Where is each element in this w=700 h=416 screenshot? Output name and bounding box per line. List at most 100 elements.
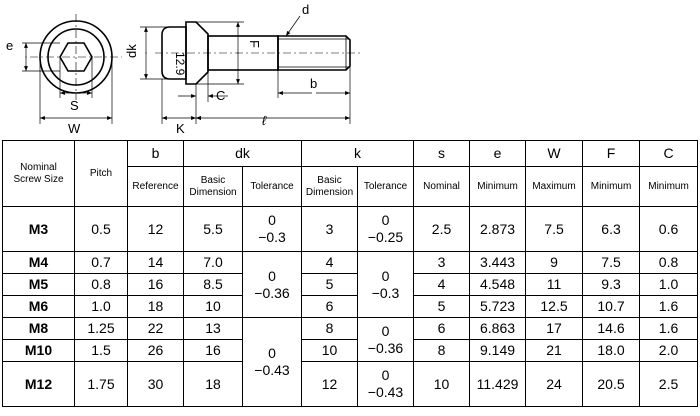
cell-w: 12.5 xyxy=(525,295,584,318)
cell-e: 3.443 xyxy=(469,251,527,274)
label-d: d xyxy=(302,2,309,17)
header-k-tolerance: Tolerance xyxy=(357,166,415,207)
label-s: S xyxy=(70,98,79,113)
cell-pitch: 1.25 xyxy=(74,317,128,340)
header-b-reference: Reference xyxy=(127,166,184,207)
cell-k-tolerance: 0 −0.25 xyxy=(357,206,415,252)
tolerance-upper: 0 xyxy=(268,345,276,362)
cell-s: 10 xyxy=(413,361,471,407)
cell-k: 5 xyxy=(301,273,359,296)
cell-pitch: 1.75 xyxy=(74,361,128,407)
cell-size: M4 xyxy=(2,251,75,274)
cell-e: 6.863 xyxy=(469,317,527,340)
header-nominal-line2: Screw Size xyxy=(13,173,64,185)
cell-size: M6 xyxy=(2,295,75,318)
tolerance-upper: 0 xyxy=(381,367,390,384)
cell-k-tolerance: 0 −0.43 xyxy=(357,361,415,407)
table-row: M6 1.0 18 10 6 5 5.723 12.5 10.7 1.6 xyxy=(2,295,699,318)
cell-k-tolerance: 0 −0.36 xyxy=(357,317,415,362)
header-dk-basic: Basic Dimension xyxy=(183,166,243,207)
cell-w: 9 xyxy=(525,251,584,274)
cell-k: 6 xyxy=(301,295,359,318)
cell-b: 16 xyxy=(127,273,184,296)
label-b: b xyxy=(310,76,317,91)
table-row: M8 1.25 22 13 0 −0.43 8 0 −0.36 6 6.863 … xyxy=(2,317,699,407)
header-w-maximum: Maximum xyxy=(525,166,584,207)
cell-c: 0.6 xyxy=(639,206,699,252)
end-view: e S W xyxy=(6,14,122,136)
table-row: M5 0.8 16 8.5 5 4 4.548 11 9.3 1.0 xyxy=(2,273,699,296)
table-row: M3 0.5 12 5.5 0 −0.3 3 0 −0.25 2.5 2.873… xyxy=(2,206,699,252)
cell-pitch: 1.5 xyxy=(74,339,128,362)
header-row-1: Nominal Screw Size Pitch b dk k s e W F … xyxy=(2,140,699,207)
tolerance-lower: −0.3 xyxy=(258,229,286,245)
cell-c: 2.0 xyxy=(639,339,699,362)
header-dk-basic-line1: Basic xyxy=(200,174,226,186)
cell-c: 1.6 xyxy=(639,295,699,318)
header-pitch: Pitch xyxy=(74,140,128,207)
label-c: C xyxy=(216,88,225,103)
cell-k: 10 xyxy=(301,339,359,362)
cell-f: 10.7 xyxy=(582,295,641,318)
table-row: M4 0.7 14 7.0 0 −0.36 4 0 −0.3 3 3.443 9… xyxy=(2,251,699,318)
cell-s: 4 xyxy=(413,273,471,296)
header-k-basic: Basic Dimension xyxy=(301,166,359,207)
header-k-basic-line1: Basic xyxy=(317,174,342,186)
header-row-2: Reference Basic Dimension Tolerance Basi… xyxy=(3,166,699,207)
cell-e: 2.873 xyxy=(469,206,527,252)
cell-size: M12 xyxy=(2,361,75,407)
cell-f: 20.5 xyxy=(582,361,641,407)
cell-f: 18.0 xyxy=(582,339,641,362)
header-k-basic-line2: Dimension xyxy=(305,186,354,198)
tolerance-upper: 0 xyxy=(381,322,390,339)
tolerance-lower: −0.43 xyxy=(254,362,290,378)
tolerance-lower: −0.43 xyxy=(367,384,404,400)
cell-w: 11 xyxy=(525,273,584,296)
cell-dk: 10 xyxy=(183,295,243,318)
cell-f: 9.3 xyxy=(582,273,641,296)
cell-s: 2.5 xyxy=(413,206,471,252)
cell-s: 5 xyxy=(413,295,471,318)
cell-k-tolerance: 0 −0.3 xyxy=(357,251,415,318)
cell-pitch: 0.8 xyxy=(74,273,128,296)
label-l: ℓ xyxy=(262,113,267,128)
tolerance-upper: 0 xyxy=(268,267,276,284)
tolerance-upper: 0 xyxy=(268,212,276,229)
cell-pitch: 0.7 xyxy=(74,251,128,274)
header-dk-basic-line2: Dimension xyxy=(189,186,237,198)
header-c: C xyxy=(639,140,699,167)
cell-b: 22 xyxy=(127,317,184,340)
tolerance-lower: −0.36 xyxy=(254,284,290,301)
table-row: M10 1.5 26 16 10 8 9.149 21 18.0 2.0 xyxy=(2,339,699,362)
cell-s: 3 xyxy=(413,251,471,274)
cell-w: 24 xyxy=(525,361,584,407)
header-w: W xyxy=(525,140,584,167)
cell-k: 3 xyxy=(301,206,359,252)
side-view: 12.9 dk F d C b K xyxy=(124,2,360,136)
bolt-drawing: e S W 12.9 dk F d C xyxy=(6,2,360,136)
cell-size: M8 xyxy=(2,317,75,340)
cell-c: 0.8 xyxy=(639,251,699,274)
cell-dk-tolerance: 0 −0.36 xyxy=(241,251,303,318)
header-dk-tolerance: Tolerance xyxy=(241,166,303,207)
cell-s: 6 xyxy=(413,317,471,340)
header-dk: dk xyxy=(182,140,303,167)
cell-c: 1.6 xyxy=(639,317,699,340)
tolerance-upper: 0 xyxy=(381,212,390,229)
cell-f: 14.6 xyxy=(582,317,641,340)
cell-e: 9.149 xyxy=(469,339,527,362)
cell-f: 6.3 xyxy=(582,206,641,252)
cell-pitch: 0.5 xyxy=(74,206,128,252)
header-c-minimum: Minimum xyxy=(639,166,699,207)
cell-dk-tolerance: 0 −0.3 xyxy=(241,206,303,252)
cell-pitch: 1.0 xyxy=(74,295,128,318)
header-e-minimum: Minimum xyxy=(469,166,527,207)
tolerance-upper: 0 xyxy=(381,267,390,284)
cell-w: 17 xyxy=(525,317,584,340)
label-dk: dk xyxy=(124,44,139,58)
cell-b: 14 xyxy=(127,251,184,274)
label-w: W xyxy=(68,121,81,136)
cell-c: 2.5 xyxy=(639,361,699,407)
cell-b: 26 xyxy=(127,339,184,362)
cell-k: 12 xyxy=(301,361,359,407)
